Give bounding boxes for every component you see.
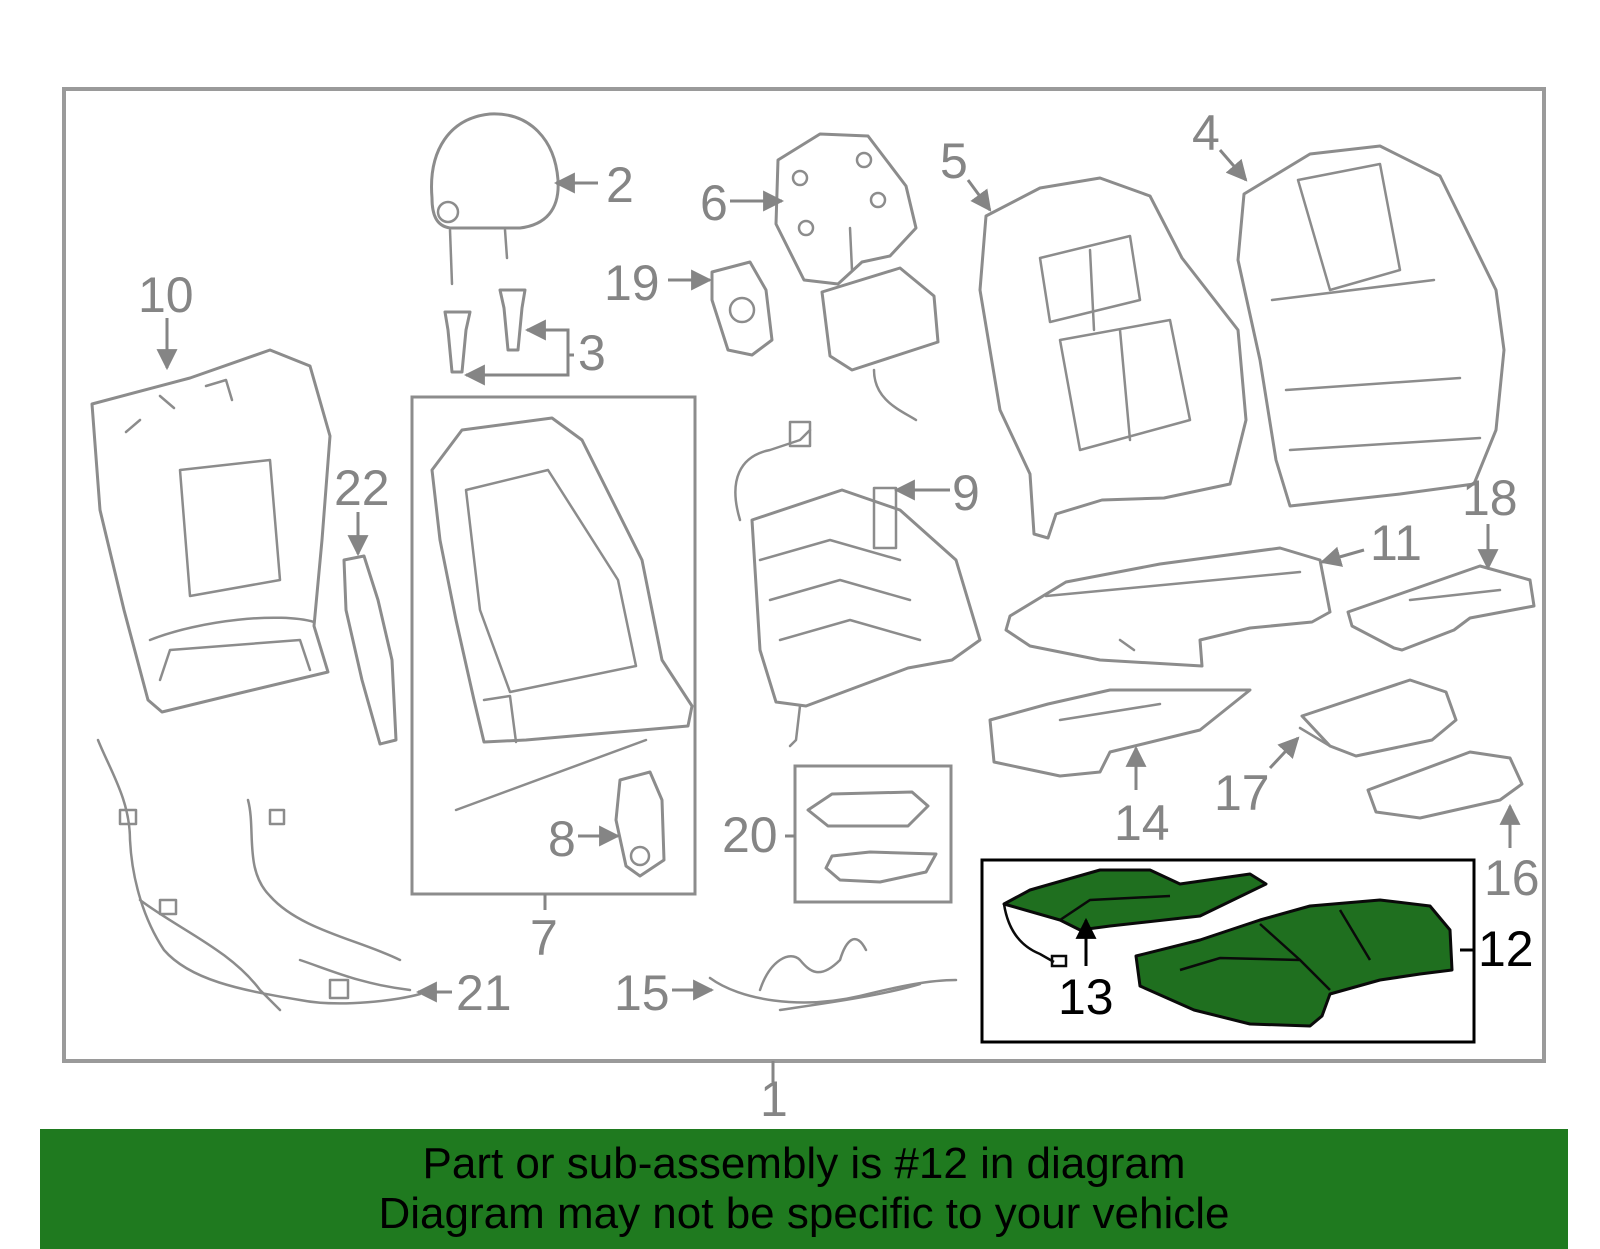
- label-11: 11: [1370, 515, 1422, 571]
- label-12: 12: [1478, 921, 1534, 977]
- arrow-3b: [463, 355, 570, 386]
- heater-pads: [806, 790, 938, 884]
- label-18: 18: [1462, 470, 1518, 526]
- seat-back-frame: [430, 416, 694, 812]
- label-1: 1: [760, 1071, 788, 1127]
- back-cushion: [978, 176, 1248, 540]
- label-14: 14: [1114, 795, 1170, 851]
- label-13: 13: [1058, 969, 1114, 1025]
- label-3: 3: [578, 325, 606, 381]
- side-trim: [342, 554, 398, 746]
- headrest: [430, 112, 560, 286]
- arrow-3: [524, 319, 574, 357]
- label-2: 2: [606, 157, 634, 213]
- lumbar-support: [734, 420, 982, 748]
- back-cover: [1236, 144, 1506, 508]
- front-trim: [1366, 750, 1524, 820]
- assembly-frame: [62, 87, 1546, 1063]
- cushion-cover: [1004, 546, 1332, 668]
- back-panel: [774, 132, 940, 422]
- label-22: 22: [334, 460, 390, 516]
- pad-group-box: [793, 764, 953, 904]
- label-10: 10: [138, 267, 194, 323]
- arrow-11: [1319, 546, 1365, 567]
- headrest-guides: [443, 288, 527, 374]
- label-16: 16: [1484, 850, 1540, 906]
- arrow-17: [1268, 736, 1300, 770]
- label-19: 19: [604, 255, 660, 311]
- label-8: 8: [548, 811, 576, 867]
- label-7: 7: [530, 910, 558, 966]
- label-5: 5: [940, 133, 968, 189]
- cushion-pan: [1346, 564, 1536, 652]
- arrow-5: [966, 179, 992, 212]
- seat-module: [710, 260, 774, 357]
- label-20: 20: [722, 807, 778, 863]
- label-21: 21: [456, 965, 512, 1021]
- cushion-harness: [708, 937, 958, 1012]
- bolster-pad: [988, 688, 1252, 778]
- recliner-motor: [614, 770, 666, 878]
- label-17: 17: [1214, 765, 1270, 821]
- arrow-4: [1218, 149, 1248, 182]
- label-15: 15: [614, 965, 670, 1021]
- wiring-harness: [96, 738, 422, 1012]
- banner-line-2: Diagram may not be specific to your vehi…: [378, 1189, 1230, 1238]
- label-6: 6: [700, 175, 728, 231]
- banner-line-1: Part or sub-assembly is #12 in diagram: [422, 1139, 1186, 1188]
- side-bolster-trim: [1298, 678, 1458, 758]
- seat-back-shell: [90, 348, 332, 714]
- label-9: 9: [952, 465, 980, 521]
- info-banner: Part or sub-assembly is #12 in diagram D…: [40, 1129, 1568, 1249]
- frame-group-box: [410, 395, 697, 896]
- label-4: 4: [1192, 105, 1220, 161]
- seat-cushion-highlighted: [1134, 898, 1454, 1028]
